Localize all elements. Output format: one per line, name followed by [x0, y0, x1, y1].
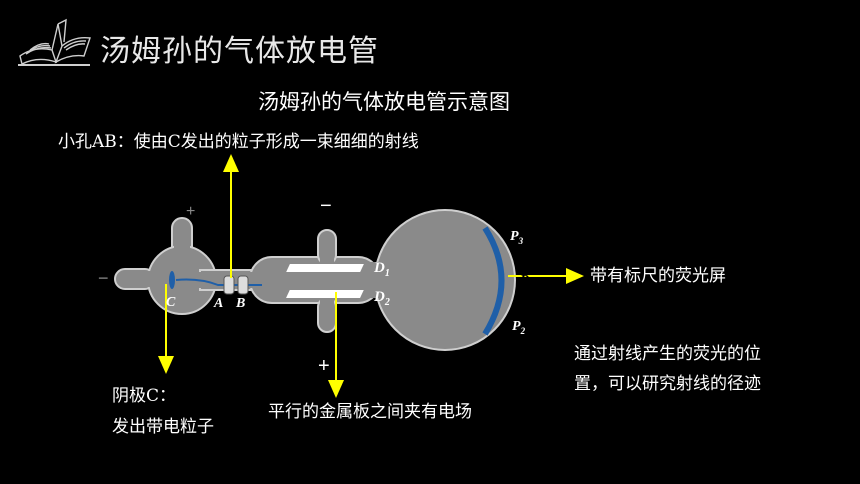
slide-title: 汤姆孙的气体放电管 [100, 34, 379, 69]
plate-d2 [286, 290, 364, 298]
label-d1: D1 [373, 260, 390, 279]
anode-plus-sign: + [186, 203, 195, 220]
aperture-ab [223, 275, 249, 295]
beam-path [175, 278, 262, 286]
plate-d1 [286, 264, 364, 272]
plates-note: 平行的金属板之间夹有电场 [268, 402, 472, 422]
bottom-plate-plus-sign: + [318, 355, 330, 377]
book-icon [14, 16, 94, 68]
cathode-minus-sign: − [98, 268, 109, 288]
cathode-electrode [169, 271, 175, 289]
label-d2: D2 [373, 289, 390, 308]
label-p1: P1 [520, 273, 533, 290]
label-p2: P2 [512, 319, 526, 336]
cathode-note-line1: 阴极C： [112, 386, 177, 406]
label-c: C [166, 295, 176, 310]
label-b: B [235, 296, 245, 311]
label-a: A [213, 296, 223, 311]
fluorescent-screen [482, 226, 505, 336]
trace-note-line1: 通过射线产生的荧光的位 [574, 344, 761, 364]
aperture-note: 小孔AB：使由C发出的粒子形成一束细细的射线 [58, 132, 419, 152]
screen-note: 带有标尺的荧光屏 [590, 266, 726, 286]
top-plate-minus-sign: − [320, 195, 332, 217]
diagram-caption: 汤姆孙的气体放电管示意图 [258, 90, 510, 114]
label-p3: P3 [510, 229, 524, 246]
cathode-note-line2: 发出带电粒子 [112, 417, 214, 437]
trace-note-line2: 置，可以研究射线的径迹 [574, 374, 761, 394]
